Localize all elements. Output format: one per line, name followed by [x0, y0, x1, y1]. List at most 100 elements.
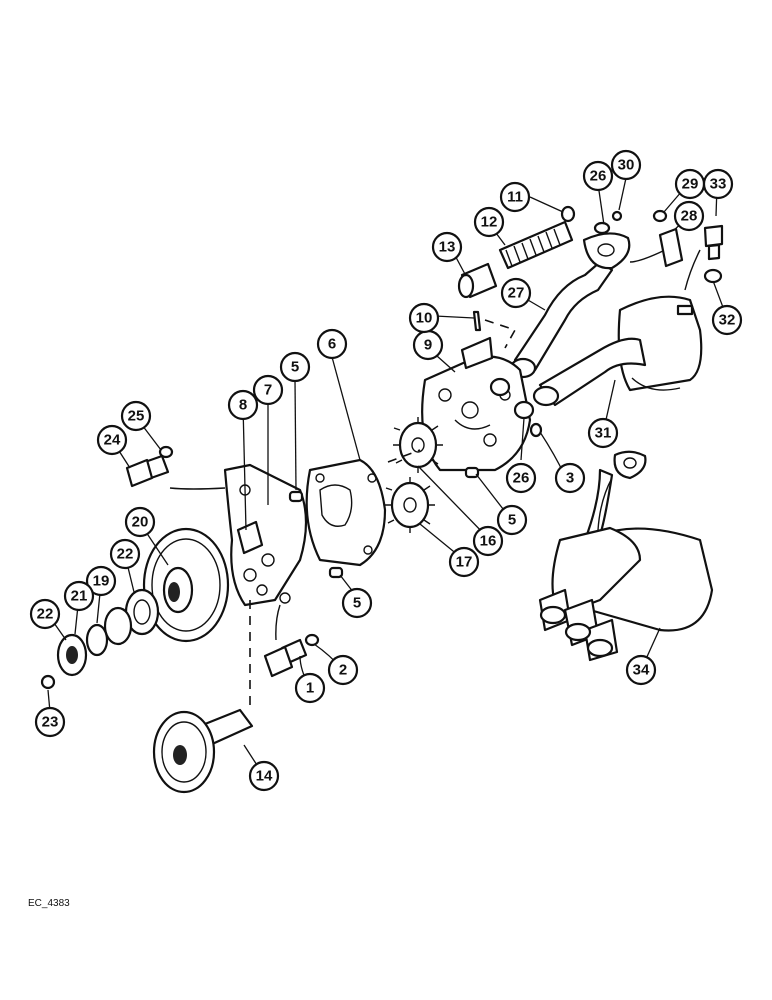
dowel-pin-a — [288, 490, 304, 503]
drive-gear-shaft — [152, 708, 254, 794]
svg-text:11: 11 — [507, 189, 523, 206]
alignment-line-gear — [387, 449, 421, 463]
callout-32: 32 — [711, 304, 743, 336]
callout-12: 12 — [473, 206, 505, 238]
bolt-upper — [125, 454, 170, 488]
svg-text:9: 9 — [424, 337, 432, 354]
svg-text:20: 20 — [132, 514, 149, 531]
reference-code: EC_4383 — [28, 898, 70, 909]
svg-text:5: 5 — [508, 512, 516, 529]
svg-text:7: 7 — [264, 382, 272, 399]
callout-5-upper: 5 — [279, 351, 311, 383]
svg-text:26: 26 — [590, 168, 607, 185]
svg-text:5: 5 — [291, 359, 299, 376]
svg-text:8: 8 — [239, 397, 247, 414]
callout-19: 19 — [85, 565, 117, 597]
callout-11: 11 — [499, 181, 531, 213]
callout-8: 8 — [227, 389, 259, 421]
callout-10: 10 — [408, 302, 440, 334]
callout-26-upper: 26 — [582, 160, 614, 192]
svg-text:19: 19 — [93, 573, 110, 590]
svg-text:32: 32 — [719, 312, 736, 329]
callout-21: 21 — [63, 580, 95, 612]
svg-text:34: 34 — [633, 662, 650, 679]
callout-27: 27 — [500, 277, 532, 309]
svg-text:22: 22 — [37, 606, 54, 623]
callout-23: 23 — [34, 706, 66, 738]
svg-text:29: 29 — [682, 176, 699, 193]
callout-16: 16 — [472, 525, 504, 557]
callout-2: 2 — [327, 654, 359, 686]
svg-text:16: 16 — [480, 533, 497, 550]
callout-28: 28 — [673, 200, 705, 232]
seal-ring-lower — [513, 400, 535, 420]
seal-ring-upper — [489, 377, 511, 397]
callout-14: 14 — [248, 760, 280, 792]
idler-gear — [142, 527, 230, 643]
relief-valve-parts — [457, 205, 576, 332]
callout-6: 6 — [316, 328, 348, 360]
callout-17: 17 — [448, 546, 480, 578]
svg-text:14: 14 — [256, 768, 273, 785]
pump-body — [305, 458, 387, 567]
pump-gear-drive — [385, 477, 435, 533]
svg-text:6: 6 — [328, 336, 336, 353]
svg-text:10: 10 — [416, 310, 433, 327]
svg-text:25: 25 — [128, 408, 145, 425]
washer-32 — [703, 268, 723, 284]
nut — [529, 422, 543, 438]
svg-text:24: 24 — [104, 432, 121, 449]
callout-29: 29 — [674, 168, 706, 200]
callout-22-left: 22 — [29, 598, 61, 630]
svg-text:26: 26 — [513, 470, 530, 487]
dowel-pin-c — [464, 466, 480, 479]
pump-gear-driven — [393, 417, 443, 473]
callout-22-right: 22 — [109, 538, 141, 570]
callout-25: 25 — [120, 400, 152, 432]
bolt-28 — [658, 227, 684, 268]
svg-text:5: 5 — [353, 595, 361, 612]
circlip — [85, 623, 109, 657]
oring-30 — [611, 210, 623, 222]
callout-34: 34 — [625, 654, 657, 686]
nut-23 — [40, 674, 56, 690]
svg-text:17: 17 — [456, 554, 473, 571]
oil-pickup-tube-upper — [532, 295, 703, 407]
callout-1: 1 — [294, 672, 326, 704]
callout-7: 7 — [252, 374, 284, 406]
svg-text:28: 28 — [681, 208, 698, 225]
spacer-ring — [103, 606, 133, 646]
callout-3: 3 — [554, 462, 586, 494]
callout-20: 20 — [124, 506, 156, 538]
washer-upper — [158, 445, 174, 459]
bolt-33-head — [703, 224, 724, 248]
svg-text:30: 30 — [618, 157, 635, 174]
svg-text:3: 3 — [566, 470, 574, 487]
bolt-33-shank — [707, 243, 721, 261]
svg-text:13: 13 — [439, 239, 456, 256]
svg-text:31: 31 — [595, 425, 612, 442]
callout-24: 24 — [96, 424, 128, 456]
svg-text:22: 22 — [117, 546, 134, 563]
callout-26-lower: 26 — [505, 462, 537, 494]
callout-9: 9 — [412, 329, 444, 361]
callout-33: 33 — [702, 168, 734, 200]
oil-delivery-tube — [509, 232, 631, 379]
seal-26-top — [593, 221, 611, 235]
oil-pickup-strainer — [538, 450, 714, 662]
callout-30: 30 — [610, 149, 642, 181]
dowel-pin-b — [328, 566, 344, 579]
pump-housing — [223, 463, 308, 607]
svg-text:23: 23 — [42, 714, 59, 731]
svg-text:2: 2 — [339, 662, 347, 679]
callout-31: 31 — [587, 417, 619, 449]
svg-text:21: 21 — [71, 588, 88, 605]
washer-lower — [304, 633, 320, 647]
svg-text:33: 33 — [710, 176, 727, 193]
callout-5-lower: 5 — [341, 587, 373, 619]
callout-5-right: 5 — [496, 504, 528, 536]
svg-text:27: 27 — [508, 285, 525, 302]
callout-13: 13 — [431, 231, 463, 263]
washer-29 — [652, 209, 668, 223]
